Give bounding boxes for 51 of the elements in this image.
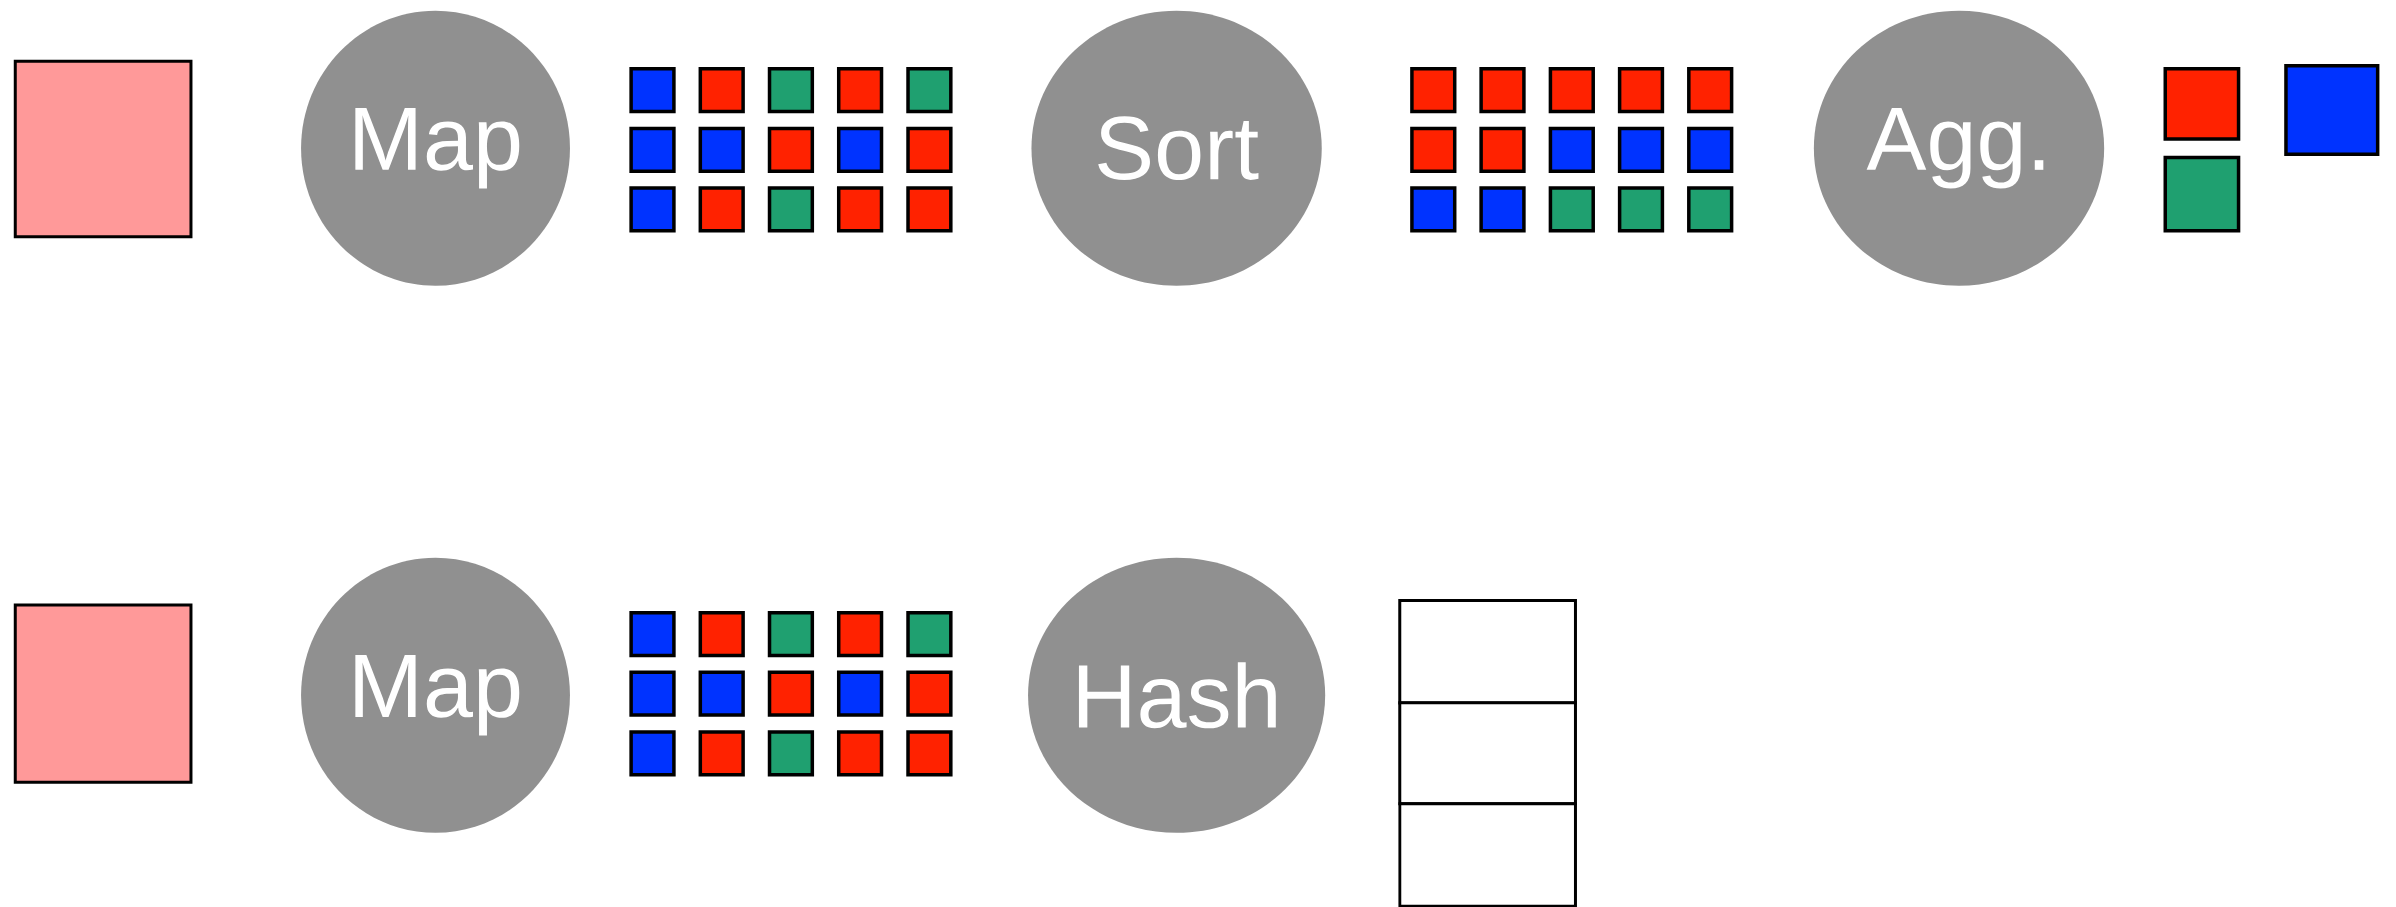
record-square xyxy=(767,126,815,173)
record-square xyxy=(767,730,815,777)
record-square xyxy=(1548,67,1595,114)
hash-table-slot xyxy=(1398,802,1577,907)
record-square xyxy=(1687,67,1734,114)
record-square xyxy=(698,670,745,717)
record-square xyxy=(698,610,745,658)
record-square xyxy=(698,126,745,173)
record-square xyxy=(906,670,953,717)
record-square xyxy=(629,126,676,173)
record-square xyxy=(1479,126,1526,173)
record-square xyxy=(1410,126,1457,173)
record-square xyxy=(1548,126,1595,173)
record-square xyxy=(836,67,884,114)
record-square xyxy=(906,67,953,114)
record-square xyxy=(906,610,953,658)
input-block xyxy=(13,603,193,784)
record-square xyxy=(698,67,745,114)
record-square xyxy=(767,186,815,233)
record-square xyxy=(1410,67,1457,114)
record-square xyxy=(1617,67,1665,114)
record-square xyxy=(1687,186,1734,233)
result-square xyxy=(2163,155,2241,233)
record-square xyxy=(629,610,676,658)
record-square xyxy=(836,186,884,233)
record-square xyxy=(629,730,676,777)
record-square xyxy=(836,730,884,777)
record-square xyxy=(629,670,676,717)
input-block xyxy=(13,59,193,239)
record-square xyxy=(698,730,745,777)
record-square xyxy=(836,610,884,658)
record-square xyxy=(1479,67,1526,114)
record-square xyxy=(906,186,953,233)
record-square xyxy=(906,730,953,777)
record-square xyxy=(1617,186,1665,233)
record-square xyxy=(1617,126,1665,173)
record-square xyxy=(698,186,745,233)
record-square xyxy=(1548,186,1595,233)
record-square xyxy=(767,610,815,658)
result-square xyxy=(2163,67,2241,141)
record-square xyxy=(906,126,953,173)
record-square xyxy=(767,67,815,114)
record-square xyxy=(1687,126,1734,173)
record-square xyxy=(1479,186,1526,233)
record-square xyxy=(836,126,884,173)
result-square xyxy=(2284,63,2380,157)
record-square xyxy=(767,670,815,717)
record-square xyxy=(836,670,884,717)
record-square xyxy=(629,67,676,114)
record-square xyxy=(629,186,676,233)
record-square xyxy=(1410,186,1457,233)
